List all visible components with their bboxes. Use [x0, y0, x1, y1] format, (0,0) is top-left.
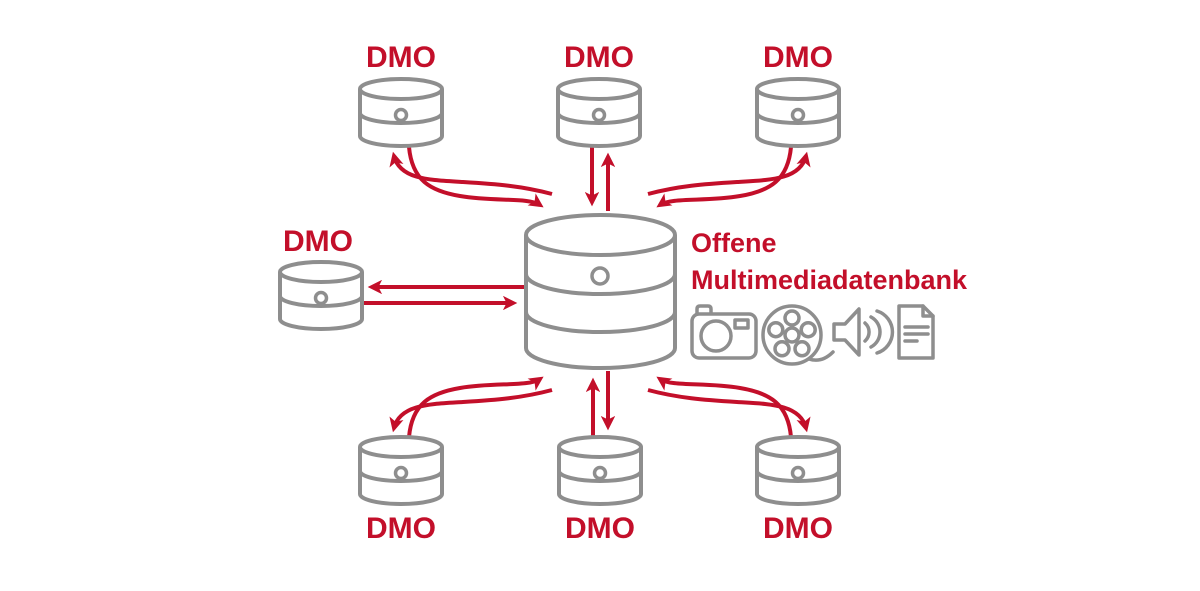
- film-reel-icon: [761, 304, 835, 366]
- dmo-label: DMO: [564, 41, 634, 74]
- dmo-label: DMO: [565, 512, 635, 545]
- dmo-node-bottom-right: DMO: [755, 435, 841, 545]
- arrow-top-left-to-center: [407, 146, 544, 208]
- arrow-top-right-to-center: [656, 146, 793, 208]
- arrow-center-to-bottom-right: [647, 388, 811, 433]
- dmo-node-top-left: DMO: [358, 41, 444, 148]
- dmo-node-bottom-center: DMO: [557, 435, 643, 545]
- database-icon: [755, 77, 841, 148]
- dmo-label: DMO: [366, 512, 436, 545]
- connection-arrows: [363, 146, 811, 438]
- central-title-line2: Multimediadatenbank: [691, 265, 968, 295]
- arrow-center-to-top-left: [389, 151, 553, 196]
- arrow-center-to-bottom-left: [389, 388, 553, 433]
- database-icon: [358, 77, 444, 148]
- dmo-label: DMO: [366, 41, 436, 74]
- camera-icon: [690, 304, 758, 360]
- database-icon: [755, 435, 841, 506]
- database-icon: [278, 260, 364, 331]
- dmo-label: DMO: [763, 512, 833, 545]
- database-icon: [358, 435, 444, 506]
- dmo-node-middle-left: DMO: [278, 225, 364, 331]
- arrow-bottom-right-to-center: [656, 376, 793, 438]
- dmo-node-top-right: DMO: [755, 41, 841, 148]
- media-icons: [690, 304, 935, 366]
- database-icon: [556, 77, 642, 148]
- central-title-line1: Offene: [691, 228, 777, 258]
- database-icon: [557, 435, 643, 506]
- speaker-icon: [832, 307, 895, 357]
- central-database-node: Offene Multimediadatenbank: [524, 213, 968, 370]
- dmo-node-top-center: DMO: [556, 41, 642, 148]
- dmo-label: DMO: [283, 225, 353, 258]
- database-cylinder-icon: [524, 213, 677, 370]
- dmo-label: DMO: [763, 41, 833, 74]
- arrow-center-to-top-right: [647, 151, 811, 196]
- dmo-node-bottom-left: DMO: [358, 435, 444, 545]
- arrow-bottom-left-to-center: [407, 376, 544, 438]
- document-icon: [897, 304, 935, 360]
